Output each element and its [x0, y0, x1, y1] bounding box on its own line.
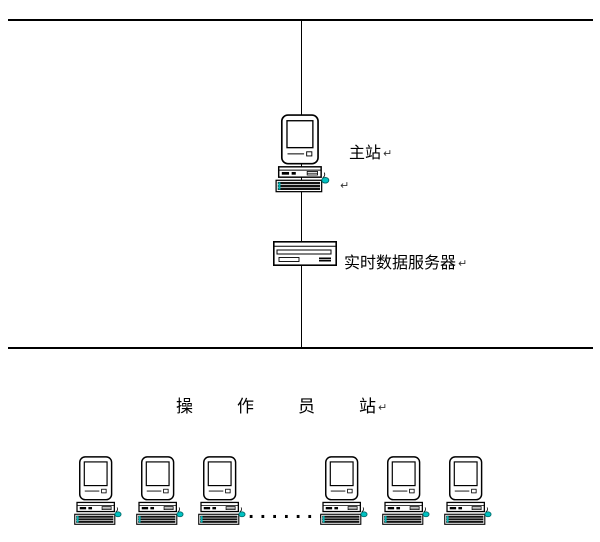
- workstation-computer-icon: [380, 456, 431, 529]
- master-station-computer-icon: [273, 114, 331, 197]
- operator-workstations-right: [318, 456, 493, 529]
- realtime-data-server-icon: [273, 241, 337, 266]
- network-bus-line-top: [8, 19, 593, 21]
- operator-workstations-left: [72, 456, 247, 529]
- workstation-computer-icon: [318, 456, 369, 529]
- workstation-computer-icon: [196, 456, 247, 529]
- server-label: 实时数据服务器↵: [344, 249, 467, 273]
- operator-station-text: 操作员站: [176, 397, 420, 416]
- return-mark-icon: ↵: [458, 257, 468, 270]
- workstation-computer-icon: [72, 456, 123, 529]
- workstation-computer-icon: [134, 456, 185, 529]
- return-mark-icon: ↵: [383, 147, 393, 160]
- return-mark-icon: ↵: [340, 179, 350, 192]
- master-station-text: 主站: [349, 145, 382, 162]
- return-mark-icon: ↵: [378, 401, 388, 414]
- master-station-label: 主站↵: [349, 139, 392, 163]
- workstation-computer-icon: [442, 456, 493, 529]
- server-text: 实时数据服务器: [344, 255, 457, 272]
- network-bus-line-bottom: [8, 347, 593, 349]
- operator-station-label: 操作员站↵: [176, 392, 387, 417]
